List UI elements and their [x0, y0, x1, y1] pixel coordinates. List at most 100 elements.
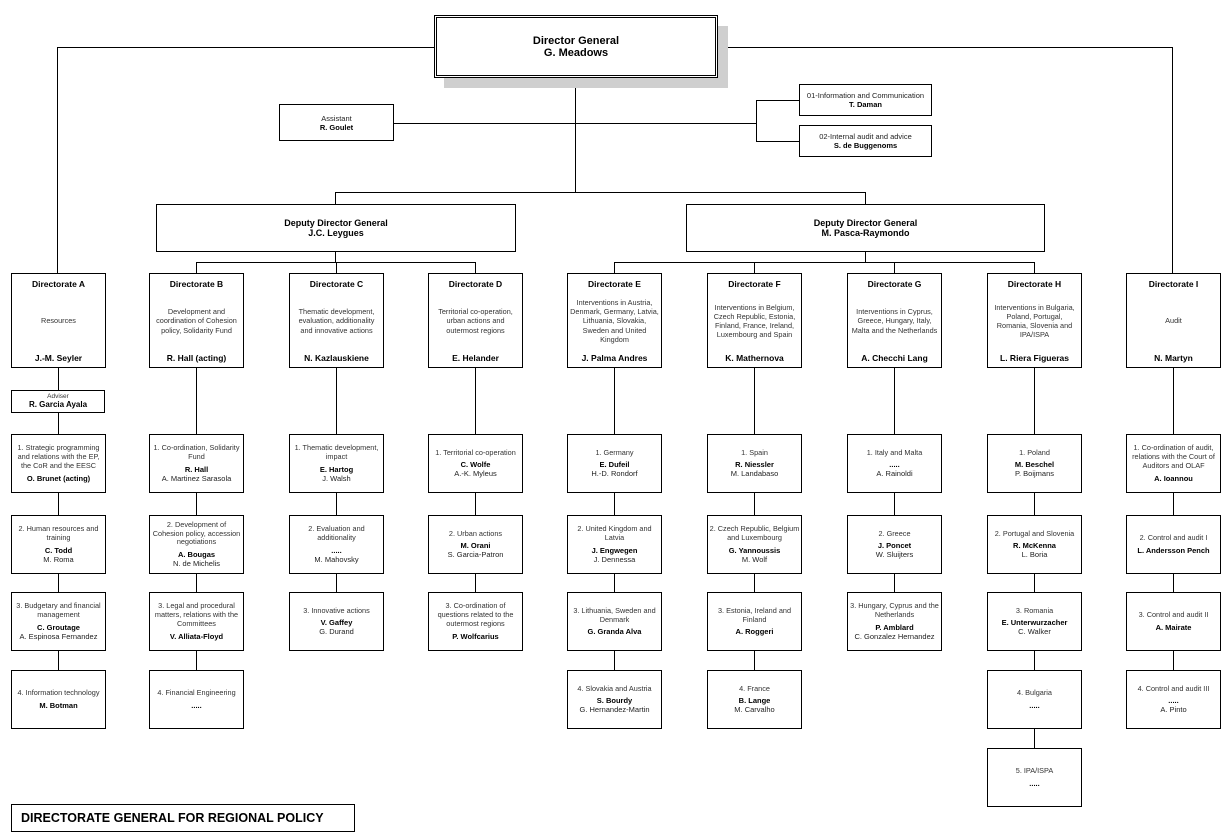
- unit-title: 2. Control and audit I: [1139, 533, 1208, 543]
- directorate-drop-line: [475, 262, 477, 273]
- directorate-drop-line: [1034, 262, 1036, 273]
- assistant-name: R. Goulet: [319, 122, 354, 132]
- unit-deputy-head: J. Dennessa: [593, 554, 636, 564]
- unit-title: 3. Control and audit II: [1138, 610, 1209, 620]
- unit-title: 3. Budgetary and financial management: [16, 601, 101, 619]
- deputy-2-branch-line: [614, 262, 1035, 264]
- unit-deputy-head: G. Durand: [319, 627, 354, 637]
- unit-deputy-head: A. Martinez Sarasola: [161, 473, 232, 483]
- unit-head: .....: [331, 545, 342, 555]
- unit-head: .....: [1029, 778, 1040, 788]
- staff-unit-head: T. Daman: [849, 100, 882, 109]
- unit-title: 2. Portugal and Slovenia: [994, 528, 1075, 538]
- deputy-1-trunk-line: [335, 251, 337, 262]
- unit-head: C. Groutage: [37, 622, 80, 632]
- directorate-name: Directorate C: [309, 279, 364, 289]
- unit-title: 3. Lithuania, Sweden and Denmark: [573, 605, 656, 624]
- directorate-name: Directorate I: [1148, 279, 1199, 289]
- directorate-head: E. Helander: [452, 353, 499, 363]
- unit-deputy-head: A. Pinto: [1160, 705, 1187, 715]
- deputy-title: Deputy Director General: [813, 218, 918, 228]
- unit-title: 2. Development of Cohesion policy, acces…: [152, 519, 241, 547]
- directorate-drop-line: [614, 262, 616, 273]
- directorate-drop-line: [754, 262, 756, 273]
- directorate-c-box: Directorate C Thematic development, evalu…: [289, 273, 384, 368]
- adviser-box: Adviser R. Garcia Ayala: [11, 390, 105, 413]
- staff-unit-head: S. de Buggenoms: [833, 141, 898, 150]
- directorate-name: Directorate D: [448, 279, 503, 289]
- unit-deputy-head: M. Roma: [43, 554, 74, 564]
- directorate-head: N. Martyn: [1154, 353, 1193, 363]
- directorate-i-drop-line: [1172, 47, 1174, 274]
- directorate-head: R. Hall (acting): [166, 353, 227, 363]
- unit-head: M. Orani: [460, 541, 491, 551]
- unit-head: G. Granda Alva: [587, 627, 642, 637]
- unit-box: 4. Financial Engineering.....: [149, 670, 244, 729]
- adviser-title: Adviser: [47, 393, 69, 401]
- deputy-1-drop-line: [335, 192, 337, 204]
- director-general-name: G. Meadows: [543, 46, 609, 59]
- unit-title: 3. Romania: [1015, 605, 1054, 615]
- director-general-title: Director General: [532, 34, 620, 47]
- directorate-description: Development and coordination of Cohesion…: [156, 307, 237, 335]
- unit-head: B. Lange: [738, 696, 771, 706]
- unit-title: 4. France: [739, 683, 770, 693]
- assistant-title: Assistant: [321, 113, 352, 123]
- unit-deputy-head: N. de Michelis: [172, 559, 221, 569]
- directorate-head: A. Checchi Lang: [861, 353, 928, 363]
- unit-deputy-head: M. Mahovsky: [314, 554, 359, 564]
- unit-title: 1. Poland: [1019, 447, 1050, 457]
- unit-head: E. Unterwurzacher: [1001, 618, 1068, 628]
- unit-head: R. McKenna: [1013, 541, 1056, 551]
- unit-box: 3. Lithuania, Sweden and Denmark G. Grand…: [567, 592, 662, 651]
- staff-unit-1-line: [756, 100, 799, 102]
- unit-head: A. Roggeri: [735, 627, 774, 637]
- unit-head: J. Poncet: [877, 541, 912, 551]
- unit-head: J. Engwegen: [591, 545, 638, 555]
- staff-unit-title: 01-Information and Communication: [806, 91, 925, 100]
- unit-box: 4. Control and audit III.....A. Pinto: [1126, 670, 1221, 729]
- unit-deputy-head: J. Walsh: [322, 473, 351, 483]
- unit-title: 2. Greece: [878, 528, 911, 538]
- dg-trunk-line: [575, 77, 577, 193]
- directorate-description: Interventions in Cyprus, Greece, Hungary…: [851, 307, 938, 335]
- director-general-box: Director General G. Meadows: [434, 15, 718, 78]
- unit-title: 4. Information technology: [17, 688, 100, 698]
- unit-deputy-head: W. Sluijters: [875, 550, 914, 560]
- unit-head: S. Bourdy: [596, 696, 633, 706]
- unit-box: 5. IPA/ISPA.....: [987, 748, 1082, 807]
- unit-title: 1. Spain: [741, 447, 768, 457]
- chart-footer-title: DIRECTORATE GENERAL FOR REGIONAL POLICY: [11, 804, 355, 832]
- unit-head: A. Bougas: [177, 550, 216, 560]
- directorate-head: N. Kazlauskiene: [304, 353, 369, 363]
- unit-title: 3. Estonia, Ireland and Finland: [717, 605, 792, 624]
- directorate-name: Directorate E: [588, 279, 641, 289]
- unit-title: 1. Co-ordination of audit, relations wit…: [1132, 443, 1215, 470]
- staff-units-branch-line: [756, 100, 758, 141]
- unit-title: 2. Urban actions: [448, 528, 503, 538]
- unit-head: .....: [1029, 700, 1040, 710]
- deputy-name: J.C. Leygues: [308, 228, 364, 238]
- unit-head: .....: [1168, 696, 1179, 706]
- unit-title: 1. Strategic programming and relations w…: [17, 443, 100, 470]
- deputy-director-general-1: Deputy Director General J.C. Leygues: [156, 204, 516, 252]
- assistant-line: [394, 123, 575, 125]
- unit-box: 1. Italy and Malta.....A. Rainoldi: [847, 434, 942, 493]
- directorate-description: Thematic development, evaluation, additi…: [298, 307, 375, 335]
- unit-head: A. Ioannou: [1154, 473, 1193, 483]
- unit-head: C. Todd: [44, 545, 73, 555]
